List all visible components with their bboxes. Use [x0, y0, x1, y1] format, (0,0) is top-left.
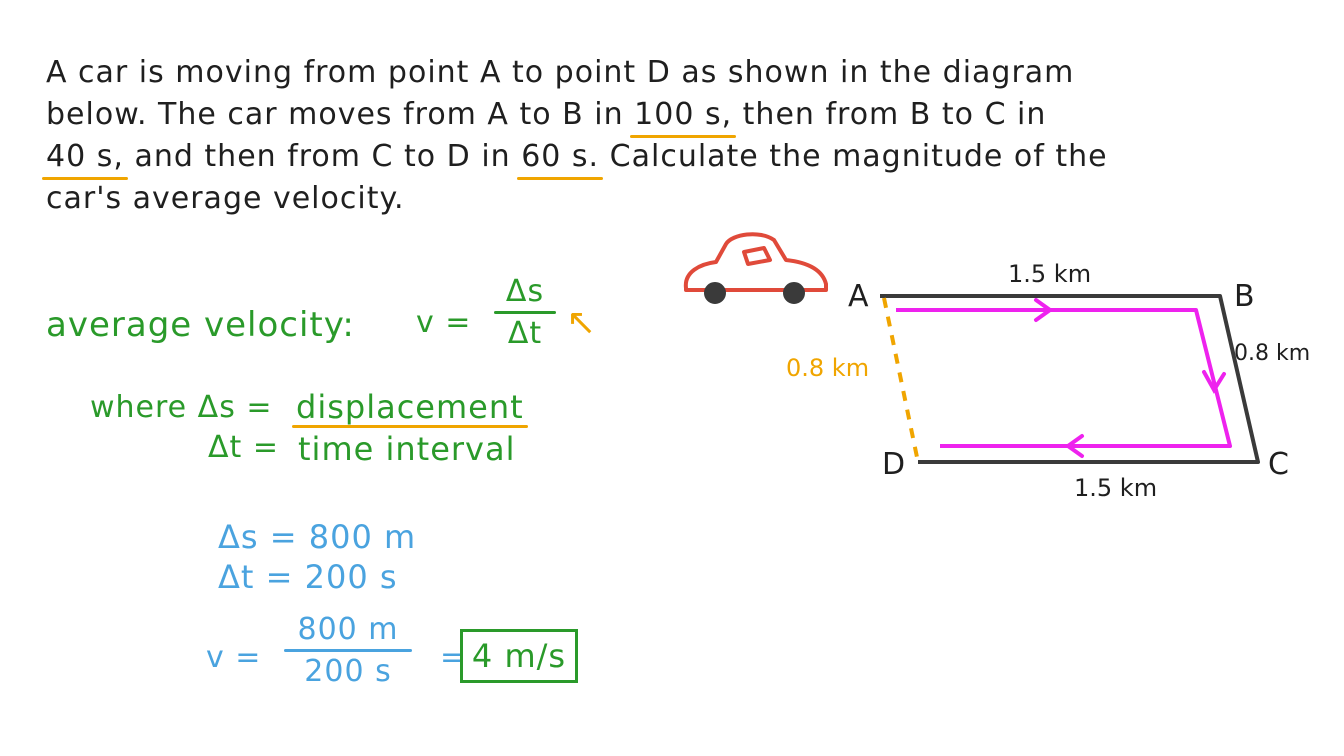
calc-denominator: 200 s	[304, 654, 392, 689]
formula-numerator: Δs	[505, 274, 545, 309]
question-text-segment: and then from C to D in	[134, 139, 511, 174]
formula-denominator: Δt	[507, 316, 543, 351]
car-path	[896, 308, 1232, 448]
arrow-down-icon	[1202, 370, 1226, 394]
displacement-value: Δs = 800 m	[218, 518, 417, 556]
answer-box: 4 m/s	[460, 629, 578, 683]
displacement-line	[882, 297, 920, 463]
question-line-4: car's average velocity.	[46, 181, 405, 216]
route-outline	[880, 294, 1260, 464]
calc-fraction: 800 m 200 s	[284, 612, 412, 689]
formula-fraction: Δs Δt	[494, 274, 556, 351]
question-text-segment: below. The car moves from A to B in	[46, 97, 624, 132]
displacement-highlight: displacement	[292, 388, 528, 428]
arrow-right-icon	[1034, 298, 1054, 322]
displacement-distance-label: 0.8 km	[786, 354, 869, 382]
where-ds-prefix: where Δs =	[90, 390, 273, 425]
where-dt-prefix: Δt =	[208, 430, 279, 465]
bottom-distance-label: 1.5 km	[1074, 474, 1157, 502]
formula-v: v =	[416, 305, 472, 340]
top-distance-label: 1.5 km	[1008, 260, 1091, 288]
fraction-bar	[494, 311, 556, 314]
fraction-bar	[284, 649, 412, 652]
average-velocity-label: average velocity:	[46, 305, 355, 345]
point-a-label: A	[848, 279, 869, 314]
car-icon	[683, 232, 828, 304]
time-ab-highlight: 100 s,	[630, 94, 737, 138]
calc-numerator: 800 m	[297, 612, 399, 647]
point-d-label: D	[882, 447, 905, 482]
point-b-label: B	[1234, 279, 1255, 314]
question-line-2: below. The car moves from A to B in 100 …	[46, 94, 1296, 138]
time-cd-highlight: 60 s.	[517, 136, 603, 180]
question-line-3: 40 s, and then from C to D in 60 s. Calc…	[42, 136, 1296, 180]
right-distance-label: 0.8 km	[1234, 341, 1310, 366]
arrow-left-icon	[1064, 434, 1084, 458]
point-c-label: C	[1268, 447, 1289, 482]
time-bc-highlight: 40 s,	[42, 136, 128, 180]
displacement-definition: displacement	[292, 388, 528, 428]
arrow-icon: ↖	[566, 302, 597, 343]
question-text-segment: Calculate the magnitude of the	[609, 139, 1108, 174]
question-line-1: A car is moving from point A to point D …	[46, 55, 1075, 90]
calc-v: v =	[206, 640, 262, 675]
time-value: Δt = 200 s	[218, 558, 398, 596]
question-text: A car is moving from point A to point D …	[42, 52, 1296, 220]
question-text-segment: then from B to C in	[742, 97, 1047, 132]
time-interval-definition: time interval	[298, 430, 516, 468]
